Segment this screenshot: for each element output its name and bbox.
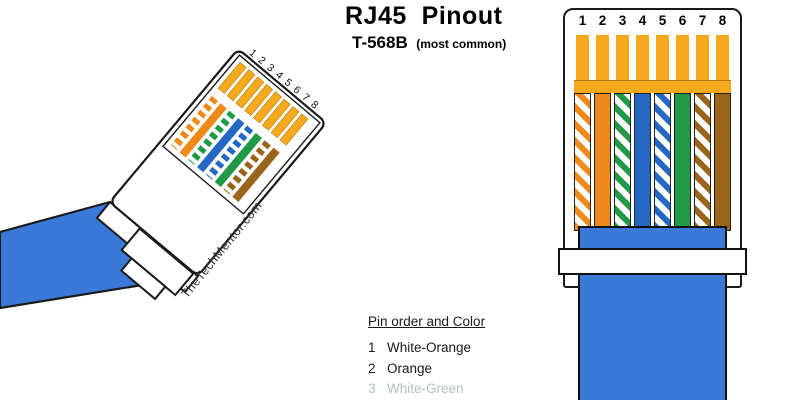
page-title: RJ45 Pinout <box>345 2 503 30</box>
strain-relief-band <box>558 248 747 275</box>
pin-number-7: 7 <box>698 13 707 28</box>
contact-pin-3 <box>616 35 629 80</box>
wire-side-7-white-brown <box>223 140 271 195</box>
latch-clip-step <box>119 256 167 301</box>
contact-pins-row <box>574 35 731 80</box>
contact-slot-2 <box>594 35 611 80</box>
pin-order-item-number: 3 <box>368 381 376 396</box>
pin-order-item-1: 1 White-Orange <box>368 338 485 359</box>
contact-pin-side-6 <box>261 98 291 131</box>
contact-pin-side-3 <box>235 76 265 109</box>
pin-number-6: 6 <box>678 13 687 28</box>
contact-base-strip <box>574 80 731 93</box>
pin-order-item-label: Orange <box>387 360 433 376</box>
contact-slot-1 <box>574 35 591 80</box>
wire-4-blue <box>634 93 651 231</box>
pin-number-4: 4 <box>638 13 647 28</box>
contact-pin-side-1 <box>217 61 247 94</box>
pin-number-2: 2 <box>598 13 607 28</box>
wire-5-white-blue <box>654 93 671 231</box>
standard-label: T-568B <box>352 33 408 52</box>
contact-slot-8 <box>714 35 731 80</box>
contact-pin-side-8 <box>279 113 309 146</box>
pin-order-item-label: White-Orange <box>387 340 472 355</box>
contact-pin-8 <box>716 35 729 80</box>
pin-order-item-3: 3 White-Green <box>368 379 485 400</box>
pin-number-3: 3 <box>618 13 627 28</box>
contact-pin-5 <box>656 35 669 80</box>
pin-order-list: 1 White-Orange 2 Orange 3 White-Green <box>368 338 485 400</box>
pin-order-item-number: 1 <box>368 340 376 355</box>
contact-pin-side-5 <box>253 91 282 124</box>
pin-order-item-2: 2 Orange <box>368 359 485 380</box>
wire-8-brown <box>714 93 731 231</box>
contact-slot-7 <box>694 35 711 80</box>
standard-note: (most common) <box>416 37 507 51</box>
wires-row <box>574 93 731 231</box>
pin-order-item-number: 2 <box>368 360 376 376</box>
contact-slot-6 <box>674 35 691 80</box>
pin-number-1: 1 <box>578 13 587 28</box>
contact-slot-4 <box>634 35 651 80</box>
pin-order-legend: Pin order and Color 1 White-Orange 2 Orange… <box>368 314 485 400</box>
wire-3-white-green <box>614 93 631 231</box>
wire-side-4-blue <box>197 118 245 173</box>
pin-number-8: 8 <box>718 13 727 28</box>
pin-number-5: 5 <box>658 13 667 28</box>
contact-pin-7 <box>696 35 709 80</box>
wire-1-white-orange <box>574 93 591 231</box>
contact-slot-5 <box>654 35 671 80</box>
wire-side-2-orange <box>179 103 227 158</box>
wire-side-3-white-green <box>188 110 236 165</box>
contact-pin-side-4 <box>244 83 274 117</box>
contact-pin-side-2 <box>226 69 256 102</box>
contact-pin-1 <box>576 35 589 80</box>
pin-order-heading: Pin order and Color <box>368 314 486 329</box>
contact-slot-3 <box>614 35 631 80</box>
pin-order-item-label: White-Green <box>387 381 464 396</box>
contact-pin-2 <box>596 35 609 80</box>
wire-7-white-brown <box>694 93 711 231</box>
wire-2-orange <box>594 93 611 231</box>
contact-pin-4 <box>636 35 649 80</box>
wire-side-5-white-blue <box>205 125 254 180</box>
wire-6-green <box>674 93 691 231</box>
wire-side-8-brown <box>232 147 280 202</box>
contact-pin-6 <box>676 35 689 80</box>
subtitle: T-568B (most common) <box>352 33 506 53</box>
wire-side-6-green <box>214 132 262 188</box>
wire-side-1-white-orange <box>170 95 218 151</box>
contact-pin-side-7 <box>270 106 300 139</box>
